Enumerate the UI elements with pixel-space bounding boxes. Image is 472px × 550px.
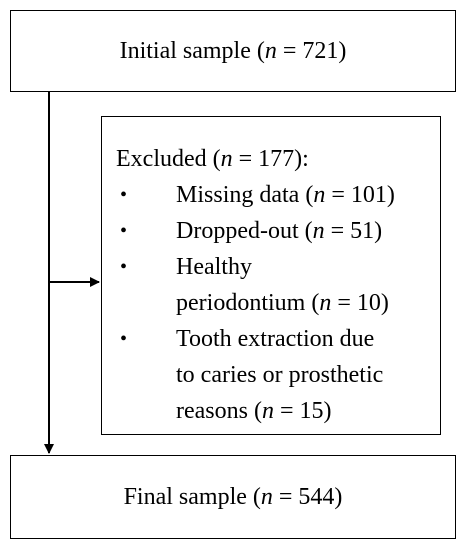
- final-sample-label: Final sample (n = 544): [123, 483, 343, 510]
- exclusion-reason-line: Dropped-out (n = 51): [176, 218, 383, 244]
- n-symbol: n: [261, 398, 274, 424]
- initial-sample-label: Initial sample (n = 721): [119, 37, 347, 64]
- exclusion-reason-line: to caries or prosthetic: [176, 362, 384, 388]
- exclusion-reason-line: Missing data (n = 101): [176, 182, 395, 208]
- exclusion-reason-item: • Tooth extraction due to caries or prosth…: [116, 321, 438, 429]
- final-sample-box: Final sample (n = 544): [10, 455, 456, 539]
- bullet-icon: •: [120, 328, 128, 350]
- n-symbol: n: [313, 182, 326, 208]
- bullet-icon: •: [120, 184, 128, 206]
- bullet-icon: •: [120, 220, 128, 242]
- excluded-heading: Excluded (n = 177):: [116, 146, 309, 172]
- exclusion-reason-line: periodontium (n = 10): [176, 290, 389, 316]
- exclusion-reason-line: reasons (n = 15): [176, 398, 332, 424]
- n-symbol: n: [220, 146, 233, 172]
- exclusion-reason-list: • Missing data (n = 101) • Dropped-out (n =…: [116, 177, 440, 429]
- exclusion-reason-line: Healthy: [176, 254, 252, 280]
- n-symbol: n: [319, 290, 332, 316]
- exclusion-reason-item: • Healthy periodontium (n = 10): [116, 249, 438, 321]
- exclusion-reason-line: Tooth extraction due: [176, 326, 375, 352]
- n-symbol: n: [264, 37, 277, 64]
- n-symbol: n: [260, 483, 273, 510]
- n-symbol: n: [312, 218, 325, 244]
- exclusion-reason-item: • Dropped-out (n = 51): [116, 213, 438, 249]
- initial-sample-box: Initial sample (n = 721): [10, 10, 456, 92]
- exclusion-reason-item: • Missing data (n = 101): [116, 177, 438, 213]
- bullet-icon: •: [120, 256, 128, 278]
- excluded-box: Excluded (n = 177): • Missing data (n = 1…: [101, 116, 441, 435]
